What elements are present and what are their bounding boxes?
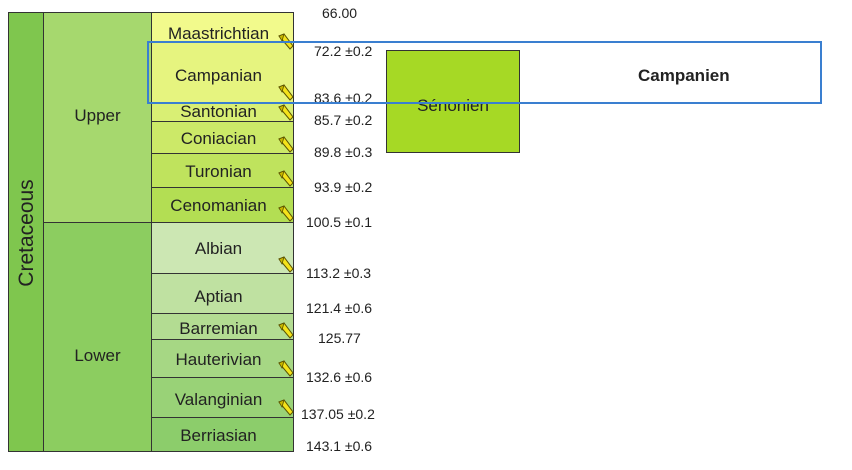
age-label: 137.05 ±0.2 — [301, 406, 375, 422]
golden-spike-icon — [278, 360, 294, 377]
stage-turonian: Turonian — [151, 153, 294, 188]
stage-label: Cenomanian — [170, 196, 267, 215]
age-label: 93.9 ±0.2 — [314, 179, 373, 195]
golden-spike-icon — [278, 136, 294, 153]
highlight-label: Campanien — [638, 66, 730, 85]
epoch-lower-label: Lower — [74, 346, 121, 365]
epoch-upper: Upper — [43, 12, 152, 223]
age-label: 143.1 ±0.6 — [306, 438, 373, 454]
stage-hauterivian: Hauterivian — [151, 339, 294, 378]
stage-berriasian: Berriasian — [151, 417, 294, 452]
stage-label: Aptian — [194, 287, 243, 306]
stage-label: Turonian — [185, 162, 252, 181]
regional-stage-label: Sénonien — [417, 96, 489, 115]
stage-valanginian: Valanginian — [151, 377, 294, 418]
golden-spike-icon — [278, 205, 294, 222]
stage-aptian: Aptian — [151, 273, 294, 314]
golden-spike-icon — [278, 170, 294, 187]
stage-cenomanian: Cenomanian — [151, 187, 294, 223]
age-label: 85.7 ±0.2 — [314, 112, 373, 128]
stage-label: Valanginian — [174, 390, 263, 409]
stage-label: Albian — [194, 239, 243, 258]
age-label: 66.00 — [322, 5, 358, 21]
age-label: 89.8 ±0.3 — [314, 144, 373, 160]
golden-spike-icon — [278, 399, 294, 416]
age-label: 100.5 ±0.1 — [306, 214, 373, 230]
stage-label: Santonian — [180, 102, 257, 121]
golden-spike-icon — [278, 104, 294, 121]
age-label: 132.6 ±0.6 — [306, 369, 373, 385]
age-label: 113.2 ±0.3 — [306, 265, 372, 281]
period-cretaceous: Cretaceous — [8, 12, 44, 452]
highlight-frame[interactable] — [147, 41, 822, 104]
stage-label: Hauterivian — [175, 350, 262, 369]
epoch-upper-label: Upper — [74, 106, 121, 125]
period-label: Cretaceous — [15, 179, 38, 287]
golden-spike-icon — [278, 322, 294, 339]
stage-maastrichtian: Maastrichtian — [151, 12, 294, 43]
golden-spike-icon — [278, 256, 294, 273]
stage-barremian: Barremian — [151, 313, 294, 340]
stage-label: Barremian — [179, 319, 258, 338]
age-label: 121.4 ±0.6 — [306, 300, 373, 316]
stage-santonian: Santonian — [151, 102, 294, 122]
regional-stage-senonien: Sénonien — [386, 50, 520, 153]
age-label: 72.2 ±0.2 — [314, 43, 373, 59]
stage-label: Campanian — [175, 66, 262, 85]
stage-label: Maastrichtian — [167, 24, 270, 43]
epoch-lower: Lower — [43, 222, 152, 452]
stage-coniacian: Coniacian — [151, 121, 294, 154]
stage-label: Coniacian — [180, 129, 257, 148]
age-label: 125.77 — [318, 330, 361, 346]
stage-label: Berriasian — [180, 426, 257, 445]
stage-albian: Albian — [151, 222, 294, 274]
